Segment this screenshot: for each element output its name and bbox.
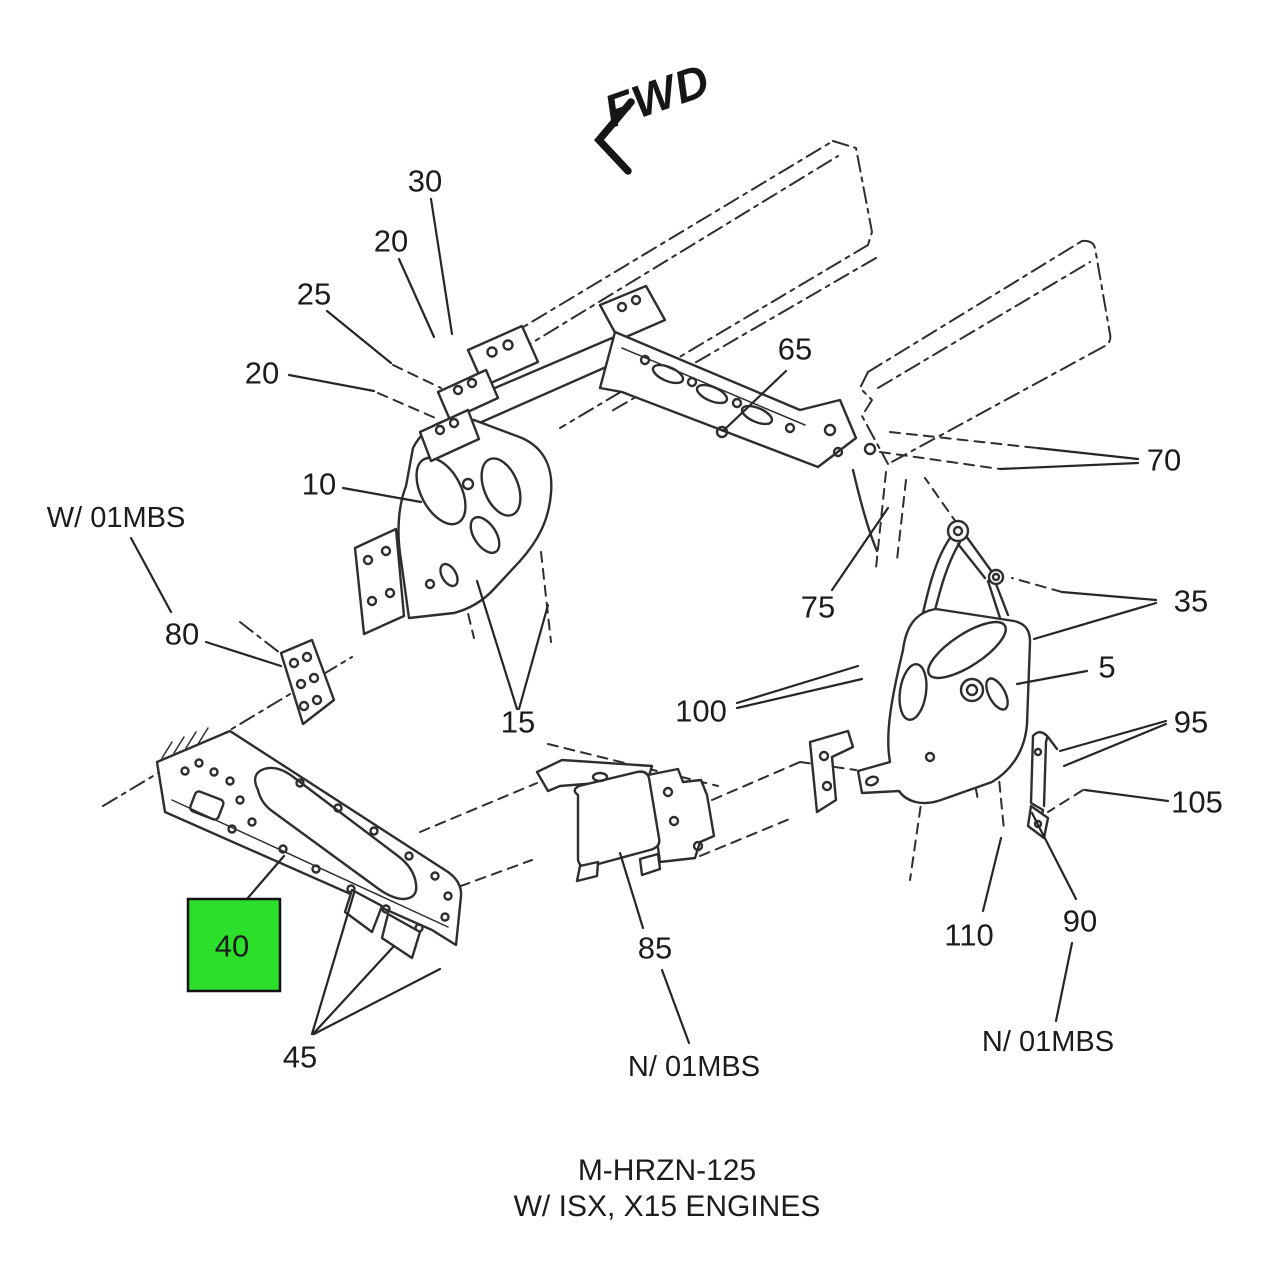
frame-beam-phantom-bottom	[419, 743, 857, 899]
callout-45[interactable]: 45	[283, 1040, 317, 1075]
callout-110[interactable]: 110	[944, 918, 993, 953]
leader-line	[981, 836, 1003, 913]
callout-65[interactable]: 65	[778, 332, 812, 367]
note-label: N/ 01MBS	[982, 1026, 1114, 1058]
leader-line	[1062, 722, 1168, 768]
callout-30[interactable]: 30	[408, 164, 442, 199]
callout-15[interactable]: 15	[501, 705, 535, 740]
callout-85[interactable]: 85	[638, 931, 672, 966]
leader-line	[325, 309, 393, 365]
leader-line	[245, 854, 286, 901]
leader-line	[1060, 590, 1158, 602]
brackets-95-105-side	[1026, 731, 1059, 840]
leader-line	[830, 506, 890, 592]
callout-70[interactable]: 70	[1147, 443, 1181, 478]
bracket-80	[279, 638, 336, 726]
leader-line	[1015, 669, 1089, 686]
leader-line	[618, 851, 645, 930]
bolt-icon	[863, 442, 877, 456]
leader-line	[1035, 446, 1140, 461]
frame-rail-phantom-right	[859, 239, 1112, 470]
leader-line	[735, 664, 860, 705]
bracket-5-engine-mount	[808, 519, 1032, 814]
callout-95[interactable]: 95	[1174, 705, 1208, 740]
callout-40[interactable]: 40	[215, 929, 249, 964]
leader-line	[287, 373, 376, 393]
diagram-caption: M-HRZN-125 W/ ISX, X15 ENGINES	[514, 1153, 821, 1225]
callout-100[interactable]: 100	[675, 694, 727, 729]
frame-plate-40	[155, 727, 463, 960]
callout-25[interactable]: 25	[297, 277, 331, 312]
caption-line2: W/ ISX, X15 ENGINES	[513, 1190, 821, 1223]
leader-line	[204, 640, 283, 668]
leader-line	[341, 486, 423, 504]
callout-75[interactable]: 75	[801, 590, 835, 625]
leader-line	[475, 579, 519, 711]
leader-line	[311, 944, 396, 1036]
leader-line	[1058, 719, 1168, 753]
callout-5[interactable]: 5	[1098, 650, 1115, 685]
note-label: N/ 01MBS	[628, 1051, 760, 1083]
leader-line	[312, 967, 442, 1036]
callout-10[interactable]: 10	[302, 467, 336, 502]
fwd-arrow-icon	[593, 98, 635, 175]
callout-105[interactable]: 105	[1171, 785, 1223, 820]
leader-line	[429, 197, 454, 336]
crossmember-65	[598, 284, 879, 553]
note-label: W/ 01MBS	[47, 502, 186, 534]
leader-line	[310, 891, 356, 1036]
highlight-box-40[interactable]	[186, 897, 282, 993]
leader-line	[1054, 941, 1074, 1023]
bracket-10-engine-mount	[353, 336, 624, 636]
leader-line	[517, 603, 550, 711]
caption-line1: M-HRZN-125	[577, 1154, 757, 1187]
leader-line	[1030, 811, 1078, 901]
brackets-20-25-30	[418, 324, 540, 463]
leader-line	[1083, 788, 1170, 803]
leader-lines	[129, 197, 1170, 1045]
callout-20[interactable]: 20	[374, 224, 408, 259]
callout-90[interactable]: 90	[1063, 904, 1097, 939]
leader-line	[735, 677, 864, 710]
leader-line	[1032, 601, 1158, 641]
leader-line	[721, 369, 788, 433]
projection-dashes	[377, 364, 1084, 881]
bracket-85	[535, 758, 716, 883]
callout-80[interactable]: 80	[165, 617, 199, 652]
leader-line	[998, 461, 1140, 471]
callout-20[interactable]: 20	[245, 356, 279, 391]
frame-rail-phantom-top	[504, 140, 877, 429]
leader-line	[397, 257, 436, 339]
callout-35[interactable]: 35	[1174, 584, 1208, 619]
leader-line	[660, 968, 691, 1045]
leader-line	[129, 536, 173, 614]
